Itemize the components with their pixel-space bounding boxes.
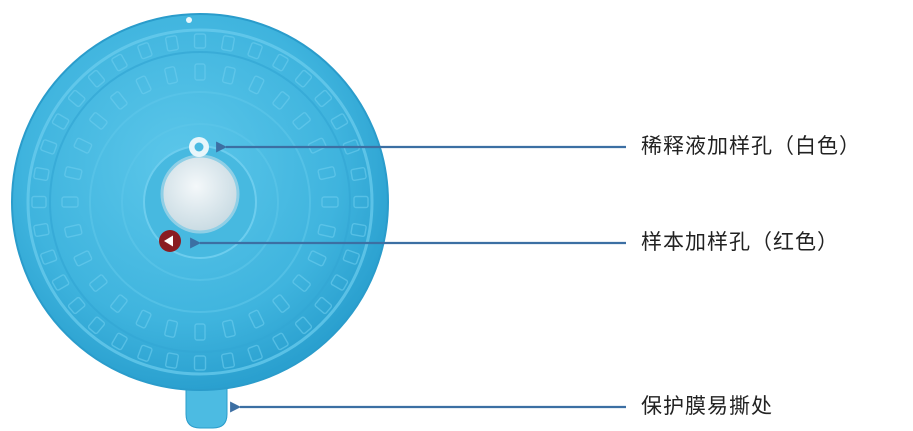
disc-chamber	[67, 89, 86, 108]
disc-chamber	[247, 344, 263, 362]
disc-chamber	[193, 33, 207, 49]
disc-chamber	[221, 66, 236, 85]
disc-chamber	[272, 53, 289, 72]
disc-chamber	[164, 352, 180, 369]
center-window	[160, 154, 240, 234]
disc-chamber	[135, 75, 152, 95]
disc-chamber	[89, 274, 108, 292]
disc-chamber	[111, 53, 128, 72]
disc-chamber	[342, 249, 360, 265]
disc-chamber	[89, 112, 108, 130]
disc-chamber	[220, 352, 236, 369]
disc-chamber	[307, 250, 327, 267]
disc-chamber	[248, 309, 265, 329]
disc-chamber	[111, 332, 128, 351]
disc-chambers	[31, 33, 369, 371]
disc-chamber	[137, 42, 153, 60]
disc-outer-ridge	[26, 28, 374, 376]
disc-chamber	[193, 355, 207, 371]
disc-chamber	[321, 196, 339, 208]
disc-chamber	[164, 319, 179, 338]
disc-chamber	[292, 112, 311, 130]
disc-chamber	[110, 91, 128, 110]
disc-chamber	[307, 137, 327, 154]
disc-chamber	[33, 166, 50, 182]
disc-chamber	[294, 316, 313, 335]
disc-chamber	[317, 166, 336, 181]
disc-ring-inner	[121, 123, 279, 281]
diluent-port-label: 稀释液加样孔（白色）	[641, 134, 861, 158]
disc-chamber	[350, 222, 367, 238]
disc-top-notch	[186, 17, 192, 23]
disc-chamber	[64, 166, 83, 181]
sample-port-icon	[159, 230, 181, 252]
disc-chamber	[33, 222, 50, 238]
film-tear-label: 保护膜易撕处	[641, 394, 773, 418]
disc-chamber	[64, 223, 83, 238]
disc-chamber	[31, 195, 47, 209]
disc-chamber	[40, 249, 58, 265]
disc-chamber	[350, 166, 367, 182]
disc-chamber	[248, 75, 265, 95]
disc-chamber	[330, 113, 349, 130]
disc-chamber	[220, 35, 236, 52]
disc-chamber	[272, 91, 290, 110]
disc-chamber	[110, 294, 128, 313]
disc-ring-mid	[89, 91, 311, 313]
disc-chamber	[330, 274, 349, 291]
disc-chamber	[73, 137, 93, 154]
sample-port-label: 样本加样孔（红色）	[641, 230, 839, 254]
disc-chamber	[135, 309, 152, 329]
disc-chamber	[247, 42, 263, 60]
disc-chamber	[272, 294, 290, 313]
disc-chamber	[314, 296, 333, 315]
disc-chamber	[87, 69, 106, 88]
disc-chamber	[51, 274, 70, 291]
disc-chamber	[194, 63, 206, 81]
disc-chamber	[73, 250, 93, 267]
disc-chamber	[137, 344, 153, 362]
disc-chamber	[294, 69, 313, 88]
disc-chamber	[164, 66, 179, 85]
disc-chamber	[164, 35, 180, 52]
disc-chamber	[67, 296, 86, 315]
disc-chamber	[194, 323, 206, 341]
disc-chamber	[342, 139, 360, 155]
disc-chamber	[51, 113, 70, 130]
disc-chamber	[317, 223, 336, 238]
disc-chamber	[61, 196, 79, 208]
disc-chamber	[353, 195, 369, 209]
disc-ridge-inner	[49, 51, 351, 353]
disc-chamber	[40, 139, 58, 155]
disc-chamber	[272, 332, 289, 351]
disc-chamber	[87, 316, 106, 335]
disc-chamber	[292, 274, 311, 292]
disc-chamber	[314, 89, 333, 108]
diluent-port-icon	[189, 137, 209, 157]
disc-chamber	[221, 319, 236, 338]
